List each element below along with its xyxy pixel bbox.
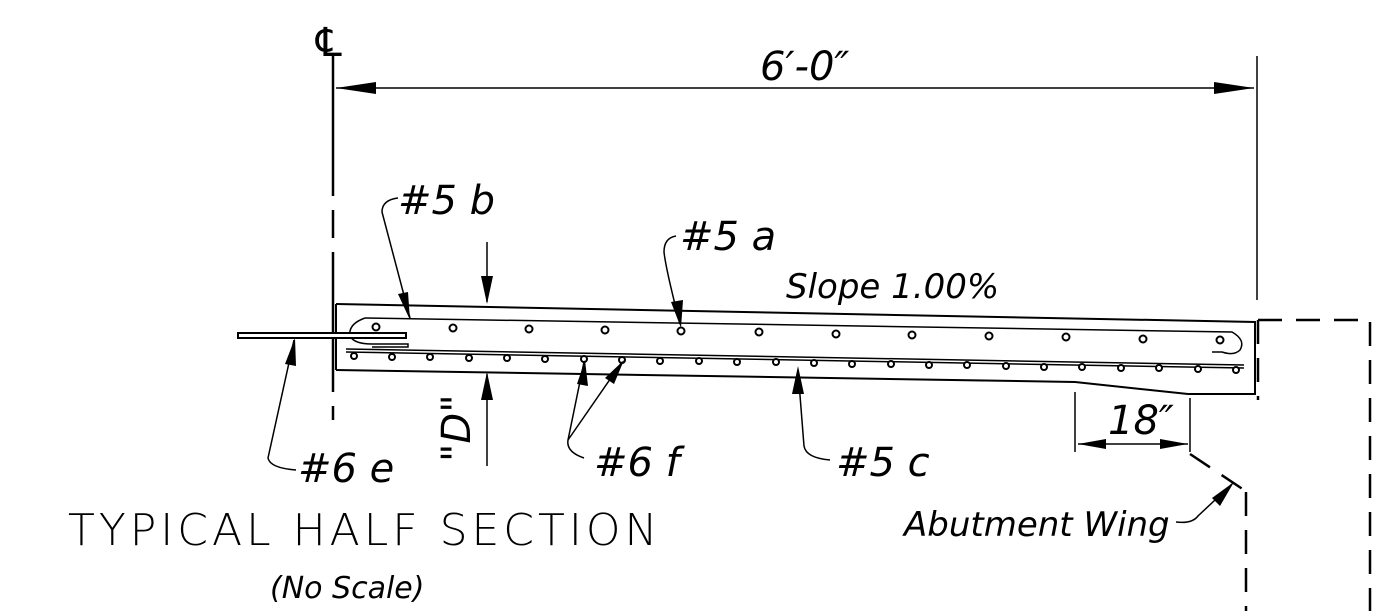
- slope-label: Slope 1.00%: [786, 267, 999, 307]
- width-dimension-label: 6′-0″: [760, 44, 849, 90]
- bar-a-label: #5 a: [680, 214, 776, 260]
- abutment-wing-outline: [1189, 318, 1372, 611]
- top-bar-dots: [371, 322, 1225, 345]
- drawing-title: TYPICAL HALF SECTION: [68, 505, 661, 556]
- centerline-symbol: ℄: [315, 20, 342, 66]
- bar-e-label: #6 e: [298, 446, 394, 492]
- bar-c-label: #5 c: [836, 440, 930, 486]
- offset-dimension-line: [1074, 392, 1191, 452]
- abutment-wing-label: Abutment Wing: [902, 505, 1170, 545]
- offset-dimension-label: 18″: [1108, 398, 1174, 444]
- bottom-bar-dots: [350, 352, 1240, 374]
- depth-label: "D": [434, 394, 480, 462]
- bar-f-label: #6 f: [594, 440, 686, 486]
- bar-e: [237, 332, 407, 339]
- drawing-subtitle: (No Scale): [270, 571, 424, 606]
- bar-b-label: #5 b: [398, 178, 495, 224]
- width-dimension-line: [336, 56, 1258, 300]
